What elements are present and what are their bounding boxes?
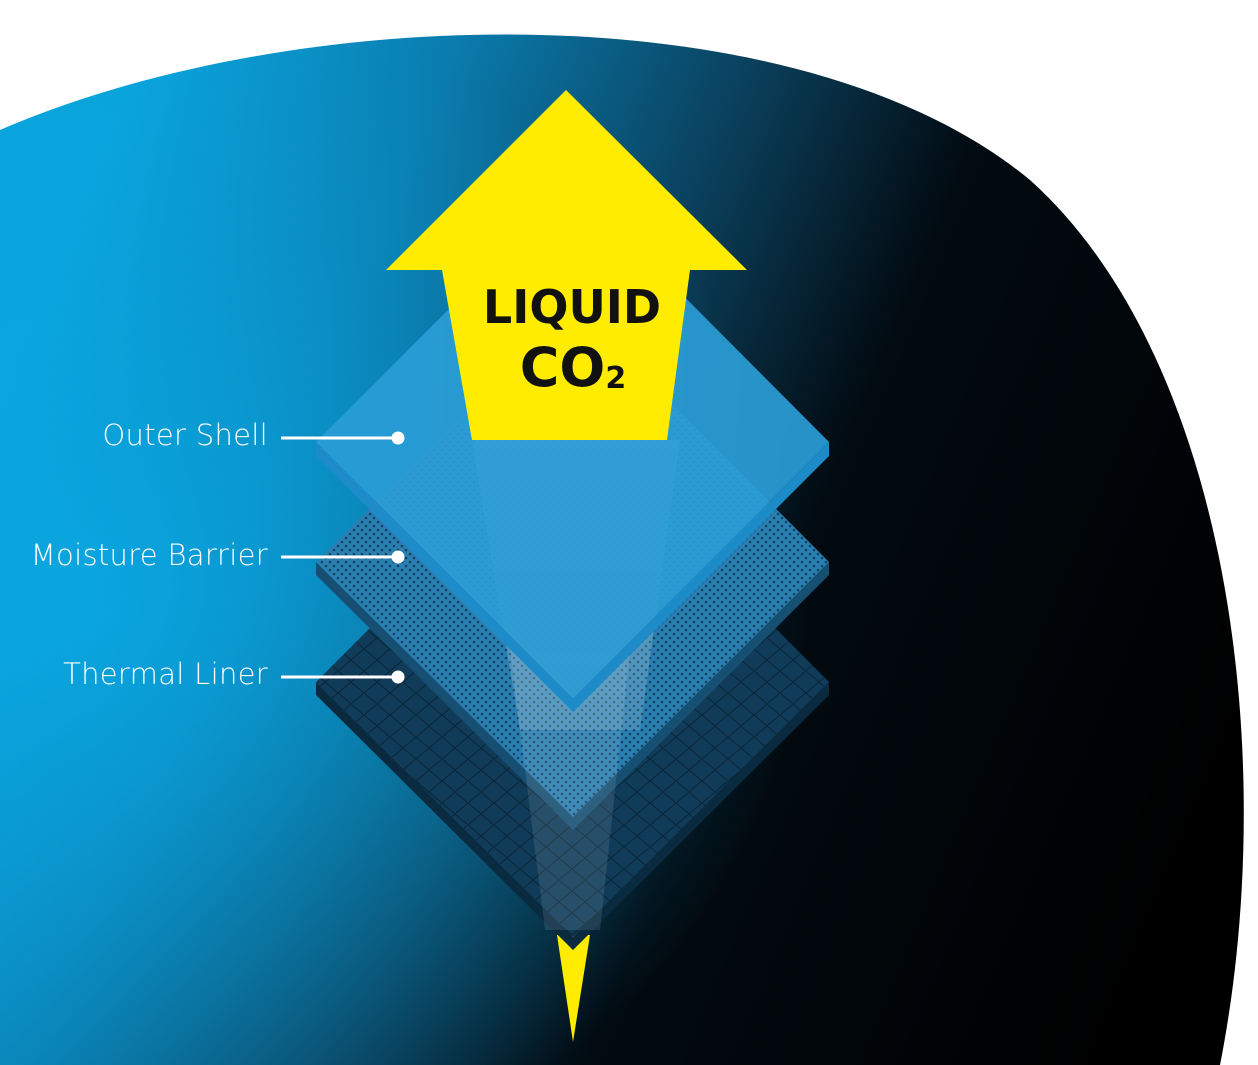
liquid-co2-arrow [386, 90, 747, 440]
arrow-label-liquid: LIQUID [482, 280, 662, 334]
arrow-label-co: CO [519, 336, 606, 399]
label-thermal-liner: Thermal Liner [63, 657, 268, 691]
arrow-label-co2: CO2 [478, 336, 668, 399]
label-outer-shell: Outer Shell [102, 418, 268, 452]
label-moisture-barrier: Moisture Barrier [30, 538, 268, 572]
outer-shell-layer [316, 185, 829, 712]
arrow-tail [557, 935, 590, 1042]
leader-lines [281, 431, 405, 684]
arrow-label-subscript: 2 [605, 361, 627, 396]
